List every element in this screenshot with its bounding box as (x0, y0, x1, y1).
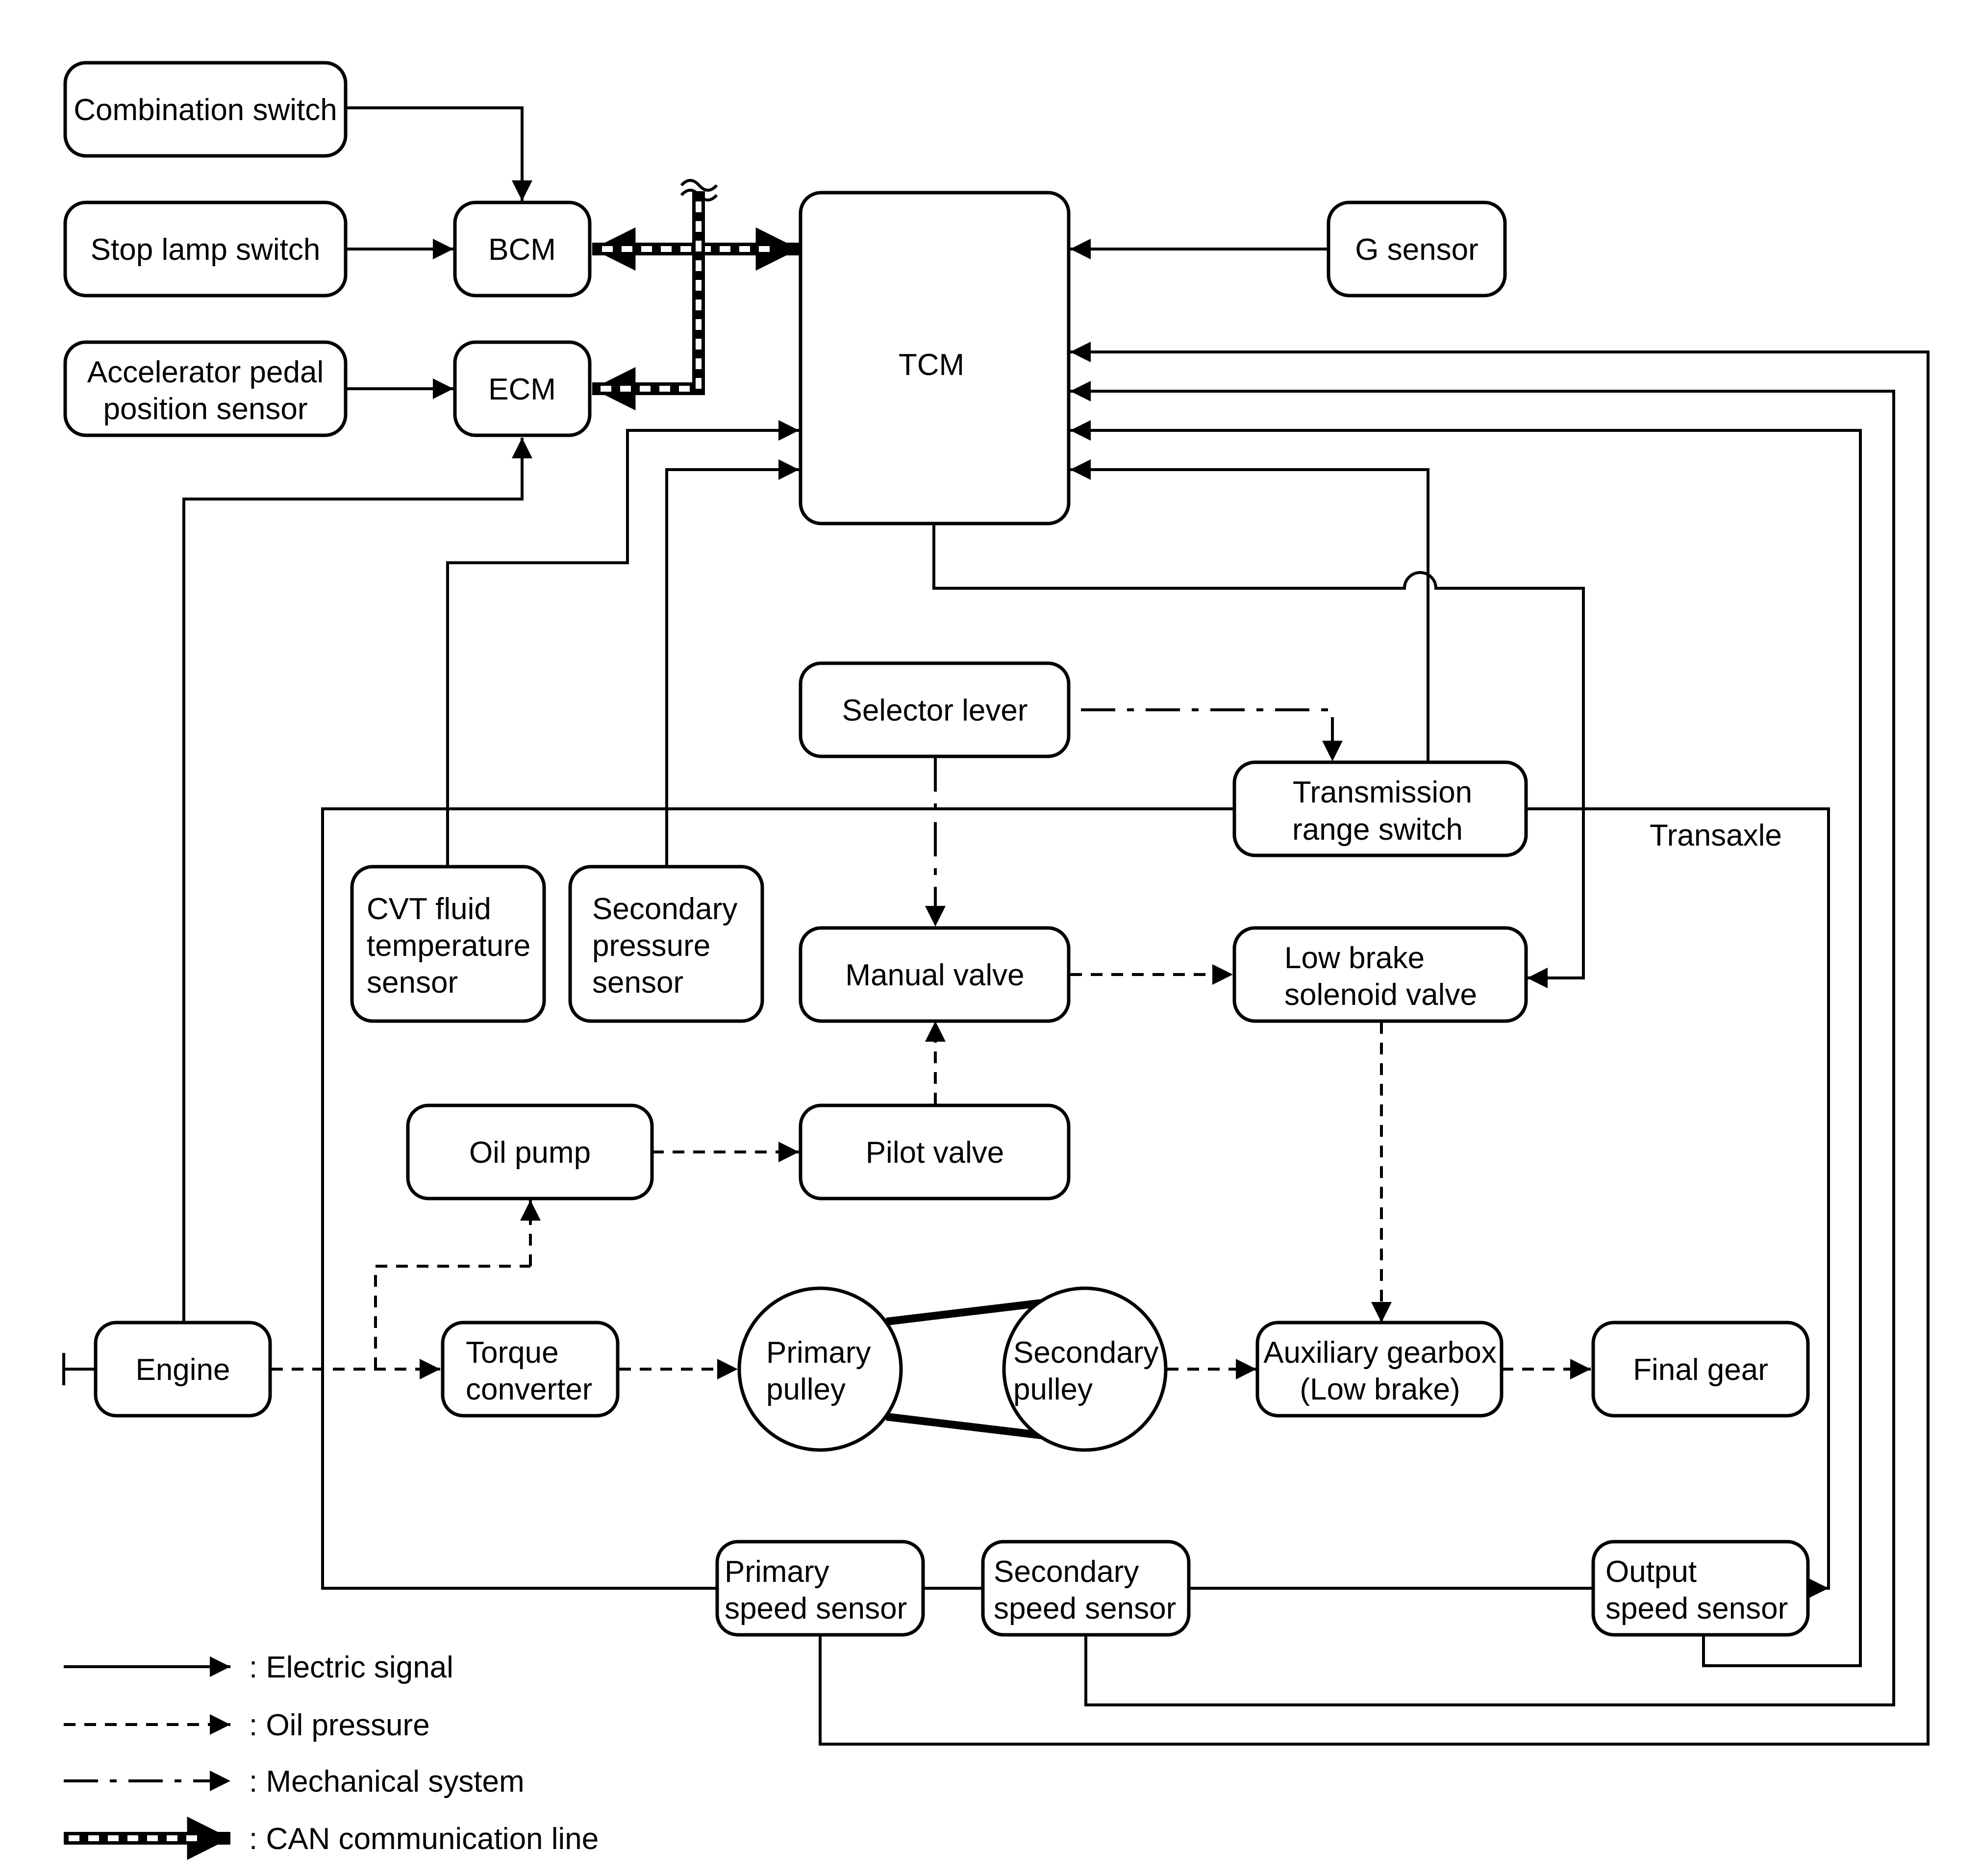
g-sensor-box: G sensor (1327, 200, 1507, 298)
combination-switch-box: Combination switch (63, 61, 348, 158)
final-gear-label: Final gear (1633, 1353, 1768, 1387)
primary-speed-sensor-label-2: speed sensor (725, 1592, 907, 1626)
torque-converter-label-1: Torque (466, 1336, 559, 1370)
ecm-label: ECM (488, 373, 556, 406)
electric-lines (182, 106, 1930, 1746)
auxiliary-gearbox-label-2: (Low brake) (1300, 1373, 1460, 1406)
accelerator-pedal-sensor-label-2: position sensor (103, 392, 307, 426)
selector-lever-label: Selector lever (842, 694, 1028, 727)
cvt-fluid-temperature-sensor-label-2: temperature (367, 929, 530, 963)
primary-speed-sensor-box: Primary speed sensor (715, 1540, 925, 1637)
legend-oil-label: : Oil pressure (249, 1708, 430, 1742)
auxiliary-gearbox-box: Auxiliary gearbox (Low brake) (1255, 1321, 1504, 1418)
can-bus-break-icon (680, 179, 718, 201)
output-speed-sensor-label-1: Output (1605, 1555, 1697, 1589)
manual-valve-label: Manual valve (845, 958, 1024, 992)
bcm-label: BCM (488, 233, 556, 267)
legend-electric-label: : Electric signal (249, 1651, 453, 1684)
pilot-valve-label: Pilot valve (866, 1136, 1004, 1170)
cvt-fluid-temperature-sensor-label-3: sensor (367, 966, 458, 1000)
tcm-label: TCM (899, 348, 964, 382)
low-brake-solenoid-valve-box: Low brake solenoid valve (1232, 926, 1528, 1023)
secondary-pulley-label-1: Secondary (1013, 1336, 1158, 1370)
accelerator-pedal-sensor-label-1: Accelerator pedal (87, 355, 324, 389)
legend-mechanical-label: : Mechanical system (249, 1765, 525, 1799)
g-sensor-label: G sensor (1355, 233, 1479, 267)
primary-pulley-label-2: pulley (766, 1373, 846, 1406)
oil-pump-label: Oil pump (469, 1136, 591, 1170)
auxiliary-gearbox-label-1: Auxiliary gearbox (1263, 1336, 1497, 1370)
transmission-range-switch-box: Transmission range switch (1232, 760, 1528, 857)
tcm-box: TCM (799, 191, 1071, 525)
selector-lever-box: Selector lever (799, 661, 1071, 758)
secondary-pressure-sensor-label-3: sensor (592, 966, 683, 1000)
secondary-speed-sensor-label-1: Secondary (994, 1555, 1139, 1589)
can-bus (592, 179, 799, 411)
oil-pump-box: Oil pump (406, 1103, 654, 1201)
combination-switch-label: Combination switch (74, 93, 337, 127)
pilot-valve-box: Pilot valve (799, 1103, 1071, 1201)
primary-speed-sensor-label-1: Primary (725, 1555, 829, 1589)
final-gear-box: Final gear (1591, 1321, 1810, 1418)
bcm-box: BCM (453, 200, 592, 298)
secondary-pressure-sensor-label-1: Secondary (592, 892, 737, 926)
cvt-fluid-temperature-sensor-label-1: CVT fluid (367, 892, 491, 926)
legend-can-label: : CAN communication line (249, 1822, 599, 1856)
ecm-box: ECM (453, 340, 592, 437)
low-brake-solenoid-valve-label-2: solenoid valve (1284, 978, 1477, 1012)
low-brake-solenoid-valve-label-1: Low brake (1284, 941, 1425, 975)
stop-lamp-switch-box: Stop lamp switch (63, 200, 348, 298)
output-speed-sensor-label-2: speed sensor (1605, 1592, 1788, 1626)
primary-pulley-label-1: Primary (766, 1336, 871, 1370)
torque-converter-box: Torque converter (441, 1321, 620, 1418)
primary-pulley-circle: Primary pulley (737, 1286, 903, 1452)
transaxle-label: Transaxle (1650, 819, 1782, 852)
cvt-fluid-temperature-sensor-box: CVT fluid temperature sensor (350, 865, 546, 1023)
manual-valve-box: Manual valve (799, 926, 1071, 1023)
oil-pressure-lines (271, 964, 1591, 1379)
mechanical-lines (925, 708, 1343, 926)
engine-box: Engine (62, 1321, 272, 1418)
engine-label: Engine (135, 1353, 230, 1387)
secondary-speed-sensor-box: Secondary speed sensor (981, 1540, 1191, 1637)
secondary-pressure-sensor-box: Secondary pressure sensor (568, 865, 764, 1023)
transmission-range-switch-label-2: range switch (1292, 813, 1463, 847)
accelerator-pedal-sensor-box: Accelerator pedal position sensor (63, 340, 348, 437)
secondary-speed-sensor-label-2: speed sensor (994, 1592, 1176, 1626)
secondary-pulley-label-2: pulley (1013, 1373, 1093, 1406)
secondary-pulley-circle: Secondary pulley (1002, 1286, 1168, 1452)
secondary-pressure-sensor-label-2: pressure (592, 929, 710, 963)
output-speed-sensor-box: Output speed sensor (1591, 1540, 1810, 1637)
drive-belt-top (886, 1299, 1042, 1326)
engine-shaft (62, 1353, 96, 1385)
legend: : Electric signal : Oil pressure : Mecha… (64, 1651, 599, 1860)
drive-belt-bottom (886, 1413, 1042, 1439)
transmission-range-switch-label-1: Transmission (1293, 775, 1472, 809)
torque-converter-label-2: converter (466, 1373, 592, 1406)
stop-lamp-switch-label: Stop lamp switch (91, 233, 321, 267)
